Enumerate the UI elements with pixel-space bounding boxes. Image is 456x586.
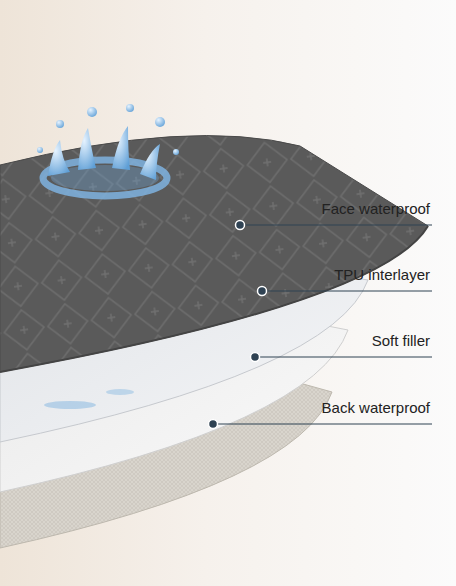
layer-label: TPU interlayer	[334, 266, 430, 284]
layer-label: Face waterproof	[322, 200, 430, 218]
layer-label: Back waterproof	[322, 399, 430, 417]
layer-label: Soft filler	[372, 332, 430, 350]
